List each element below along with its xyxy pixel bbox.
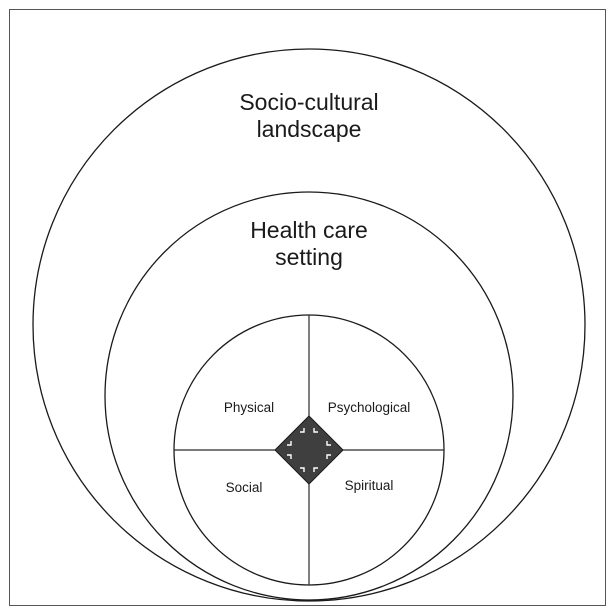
center-bracket-marks (287, 428, 331, 472)
socio-cultural-label-line2: landscape (257, 116, 362, 142)
center-diamond (274, 415, 344, 485)
quadrant-spiritual-label: Spiritual (345, 478, 394, 493)
quadrant-psychological-label: Psychological (328, 400, 411, 415)
quadrant-social-label: Social (226, 480, 263, 495)
socio-cultural-label-line1: Socio-cultural (239, 89, 378, 115)
quadrant-physical-label: Physical (224, 400, 274, 415)
health-care-label-line2: setting (275, 244, 343, 270)
health-care-label-line1: Health care (250, 217, 368, 243)
